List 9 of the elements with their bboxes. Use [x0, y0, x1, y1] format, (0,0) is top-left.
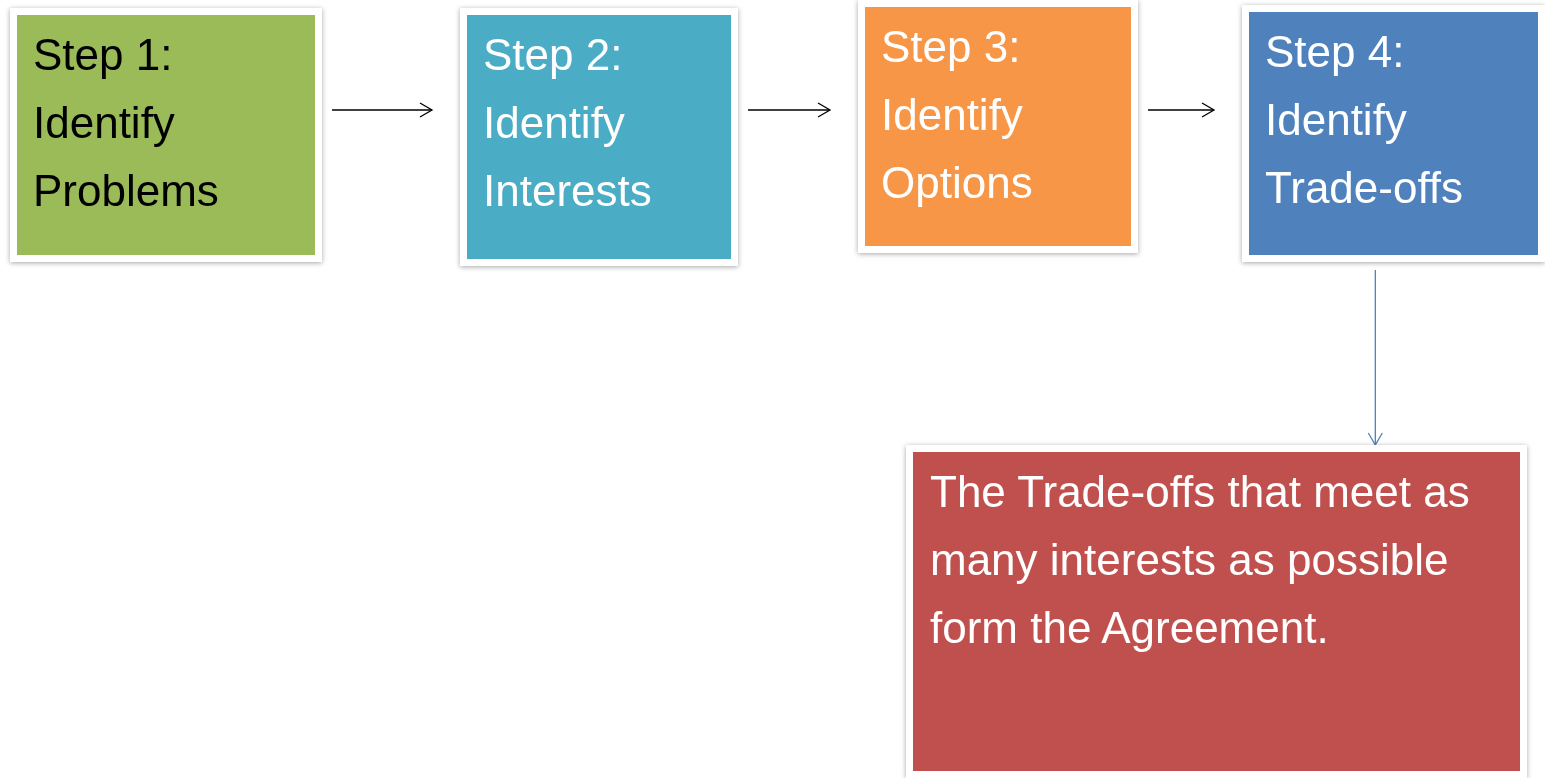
step-text: Step 4: Identify Trade-offs	[1265, 26, 1465, 215]
step-text: Step 3: Identify Options	[881, 21, 1034, 210]
arrow	[1147, 102, 1215, 118]
step-text: Step 2: Identify Interests	[483, 29, 653, 218]
arrow	[747, 102, 831, 118]
step-text: Step 1: Identify Problems	[33, 29, 220, 218]
step-text: The Trade-offs that meet as many interests as possible form the Agreement.	[930, 466, 1471, 655]
arrow	[331, 102, 433, 118]
arrow	[1367, 269, 1383, 446]
